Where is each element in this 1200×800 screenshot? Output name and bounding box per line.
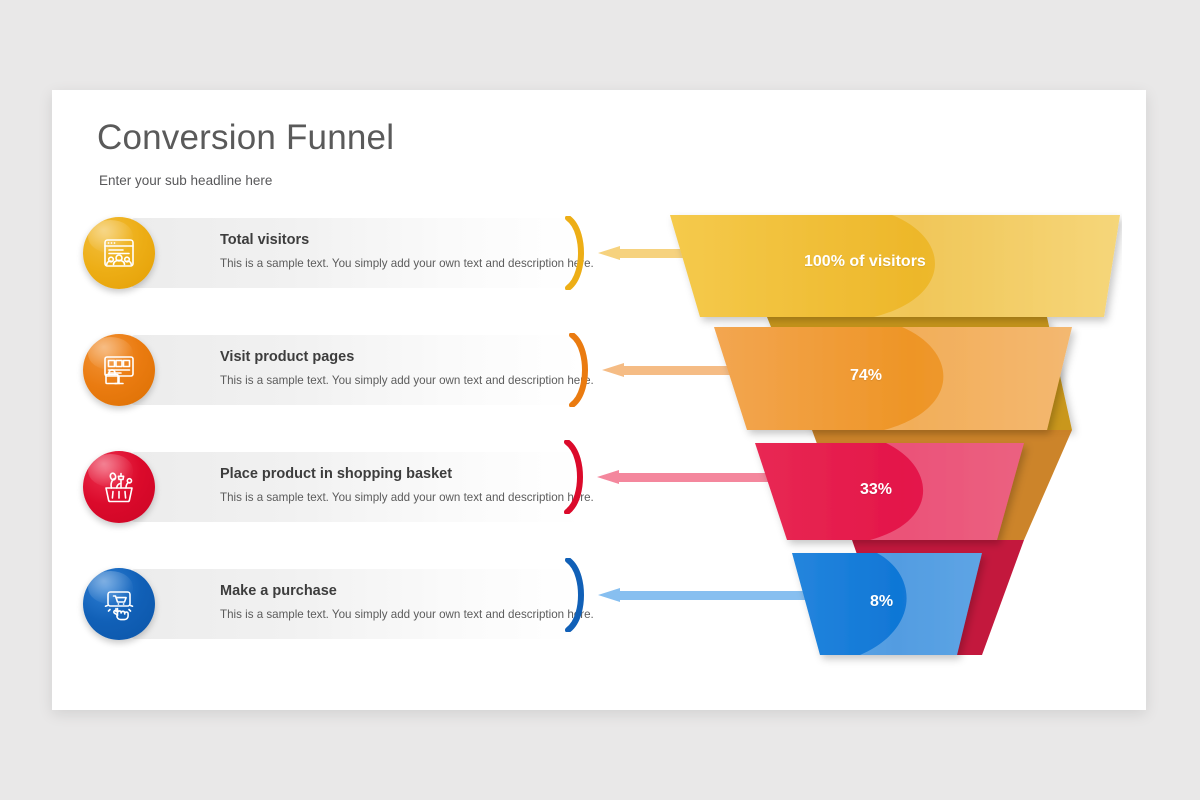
flow-arrow-4 <box>598 588 876 603</box>
stage-text-1: Total visitors This is a sample text. Yo… <box>220 231 594 271</box>
page-title: Conversion Funnel <box>97 118 395 157</box>
stage-description: This is a sample text. You simply add yo… <box>220 490 594 504</box>
bracket-icon-1 <box>565 216 585 290</box>
stage-card-total-visitors[interactable]: Total visitors This is a sample text. Yo… <box>83 217 594 289</box>
stage-description: This is a sample text. You simply add yo… <box>220 373 594 387</box>
funnel-value-2: 74% <box>850 367 883 384</box>
bracket-icon-3 <box>564 440 584 514</box>
browser-users-icon <box>104 239 134 267</box>
stage-description: This is a sample text. You simply add yo… <box>220 256 594 270</box>
stage-title: Make a purchase <box>220 583 337 599</box>
funnel-value-1: 100% of visitors <box>804 253 926 270</box>
page-subtitle: Enter your sub headline here <box>99 173 273 188</box>
stage-card-shopping-basket[interactable]: Place product in shopping basket This is… <box>83 451 594 523</box>
stage-title: Visit product pages <box>220 349 355 365</box>
bracket-icon-4 <box>565 558 585 632</box>
stage-list: Total visitors This is a sample text. Yo… <box>83 217 594 686</box>
flow-arrow-2 <box>602 363 802 378</box>
stage-icon-badge-2 <box>83 334 155 406</box>
slide-canvas: Conversion Funnel Enter your sub headlin… <box>52 90 1146 710</box>
funnel-chart: 100% of visitors 74% 33% 8% <box>652 205 1122 685</box>
product-pages-icon <box>104 356 134 385</box>
stage-icon-badge-4 <box>83 568 155 640</box>
stage-icon-badge-3 <box>83 451 155 523</box>
stage-text-3: Place product in shopping basket This is… <box>220 465 594 505</box>
funnel-value-3: 33% <box>860 481 893 498</box>
funnel-svg <box>670 215 1120 655</box>
stage-text-4: Make a purchase This is a sample text. Y… <box>220 582 594 622</box>
click-to-buy-icon <box>104 591 134 621</box>
stage-card-visit-product-pages[interactable]: Visit product pages This is a sample tex… <box>83 334 594 406</box>
flow-arrow-3 <box>597 470 839 485</box>
bracket-icon-2 <box>569 333 589 407</box>
shopping-basket-icon <box>105 472 133 503</box>
stage-title: Total visitors <box>220 232 310 248</box>
stage-description: This is a sample text. You simply add yo… <box>220 607 594 621</box>
stage-title: Place product in shopping basket <box>220 466 453 482</box>
stage-card-make-a-purchase[interactable]: Make a purchase This is a sample text. Y… <box>83 568 594 640</box>
funnel-value-4: 8% <box>870 593 894 610</box>
stage-icon-badge-1 <box>83 217 155 289</box>
stage-text-2: Visit product pages This is a sample tex… <box>220 348 594 388</box>
